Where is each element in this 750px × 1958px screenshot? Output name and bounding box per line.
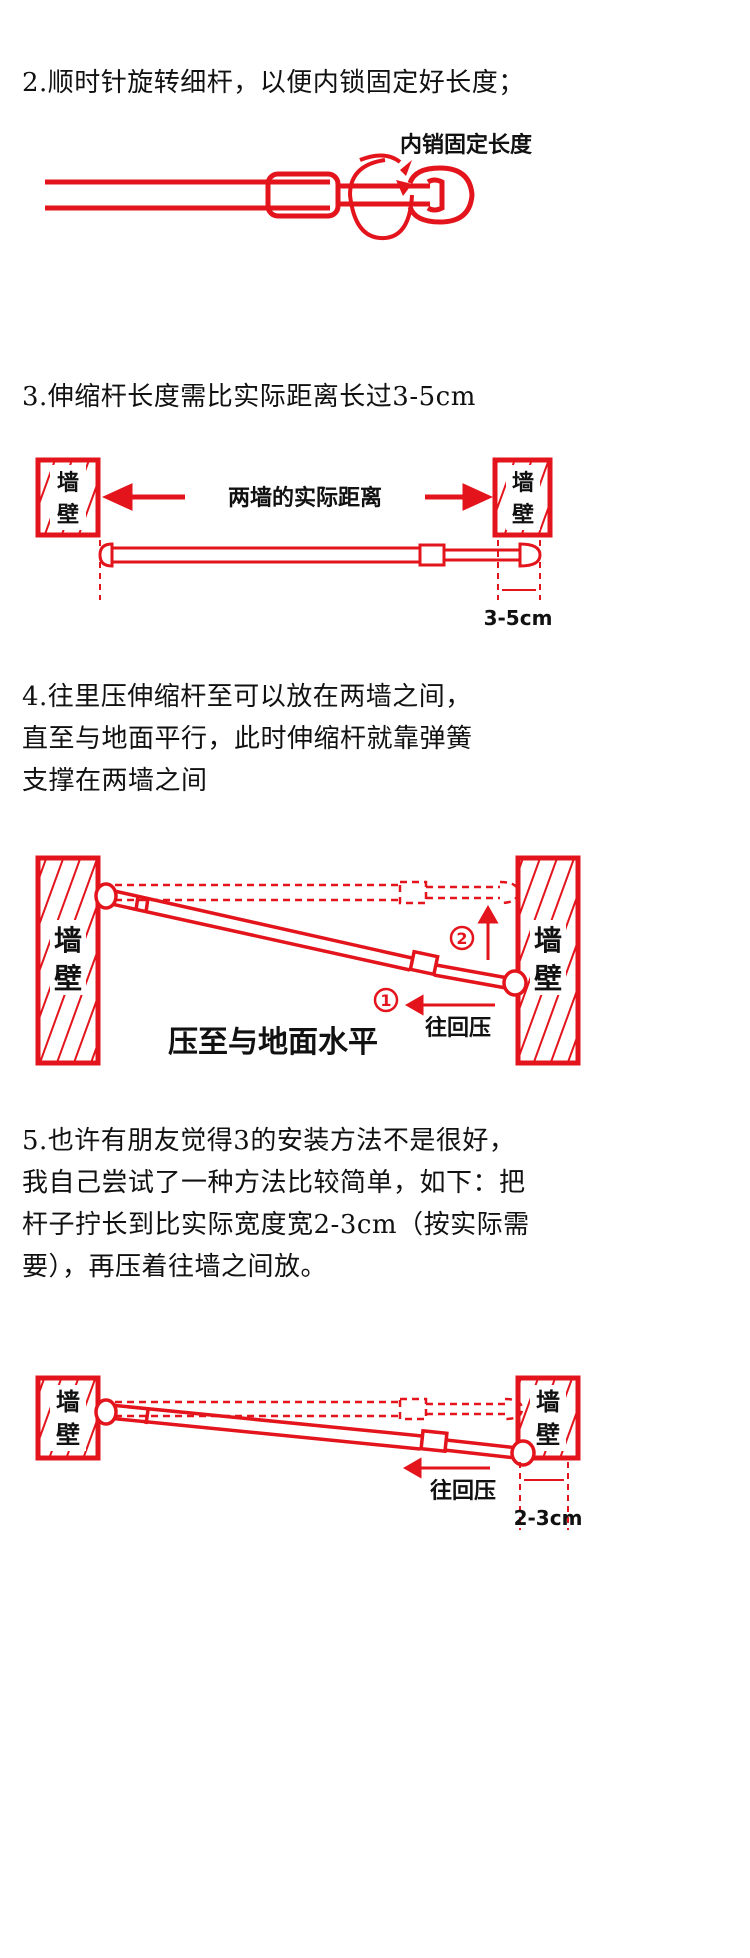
extra-length-label: 2-3cm [514, 1506, 583, 1530]
push-back-label: 往回压 [425, 1015, 491, 1041]
step2-instruction: 2.顺时针旋转细杆，以便内锁固定好长度； [22, 68, 525, 98]
left-wall: 墙 壁 [35, 1375, 101, 1461]
svg-text:墙: 墙 [512, 471, 534, 496]
left-wall: 墙 壁 [35, 855, 101, 1066]
lock-callout: 内销固定长度 [400, 132, 533, 158]
svg-text:壁: 壁 [57, 502, 79, 528]
extra-length-label: 3-5cm [484, 606, 553, 630]
step3-instruction: 3.伸缩杆长度需比实际距离长过3-5cm [22, 382, 476, 412]
svg-text:壁: 壁 [56, 1421, 80, 1449]
step-marker-2: 2 [449, 925, 475, 951]
step2-diagram: 内销固定长度 [45, 132, 533, 241]
push-back-label: 往回压 [430, 1478, 496, 1504]
step5-diagram: 墙 壁 墙 壁 往回压 2-3cm [35, 1375, 583, 1530]
step5-instruction: 5.也许有朋友觉得3的安装方法不是很好， 我自己尝试了一种方法比较简单，如下：把… [22, 1126, 530, 1282]
svg-text:壁: 壁 [54, 962, 82, 995]
svg-text:壁: 壁 [512, 502, 534, 528]
step3-diagram: 墙 壁 墙 壁 两墙的实际距离 3-5cm [35, 457, 553, 630]
telescopic-rod [98, 542, 542, 568]
right-wall: 墙 壁 [515, 855, 581, 1066]
svg-text:2: 2 [456, 929, 467, 948]
left-wall: 墙 壁 [35, 457, 101, 538]
target-horizontal-rod [115, 1397, 524, 1421]
svg-text:墙: 墙 [57, 471, 79, 496]
outer-rod [45, 179, 330, 211]
svg-text:墙: 墙 [54, 924, 82, 957]
svg-text:墙: 墙 [534, 924, 562, 957]
horizontal-caption: 压至与地面水平 [168, 1025, 378, 1060]
step4-instruction: 4.往里压伸缩杆至可以放在两墙之间， 直至与地面平行，此时伸缩杆就靠弹簧 支撑在… [22, 682, 473, 796]
rotate-clockwise-arrow [347, 158, 414, 241]
rod-joint-sleeve [265, 171, 341, 219]
svg-text:1: 1 [380, 991, 391, 1010]
step4-diagram: 墙 壁 墙 壁 2 1 往回压 压至与地面水平 [35, 855, 581, 1066]
rod-end-cap [407, 165, 475, 225]
tilted-rod [94, 1398, 536, 1467]
step-marker-1: 1 [373, 987, 399, 1013]
tilted-rod [94, 882, 528, 997]
svg-text:墙: 墙 [56, 1388, 80, 1416]
svg-text:壁: 壁 [534, 962, 562, 995]
arrow-head-icon [396, 180, 412, 196]
svg-text:壁: 壁 [536, 1421, 560, 1449]
distance-label: 两墙的实际距离 [228, 485, 382, 511]
target-horizontal-rod [115, 880, 520, 905]
svg-text:墙: 墙 [536, 1388, 560, 1416]
right-wall: 墙 壁 [492, 457, 553, 538]
